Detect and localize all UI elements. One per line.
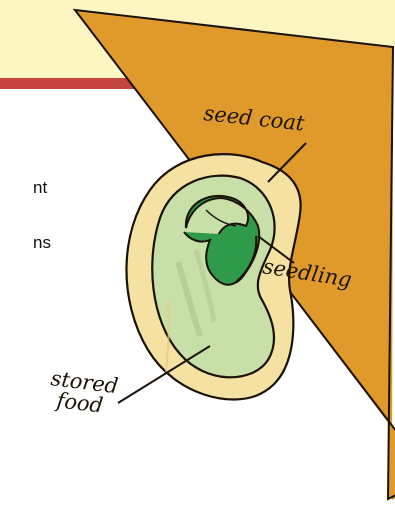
label-food: food [53,388,104,418]
